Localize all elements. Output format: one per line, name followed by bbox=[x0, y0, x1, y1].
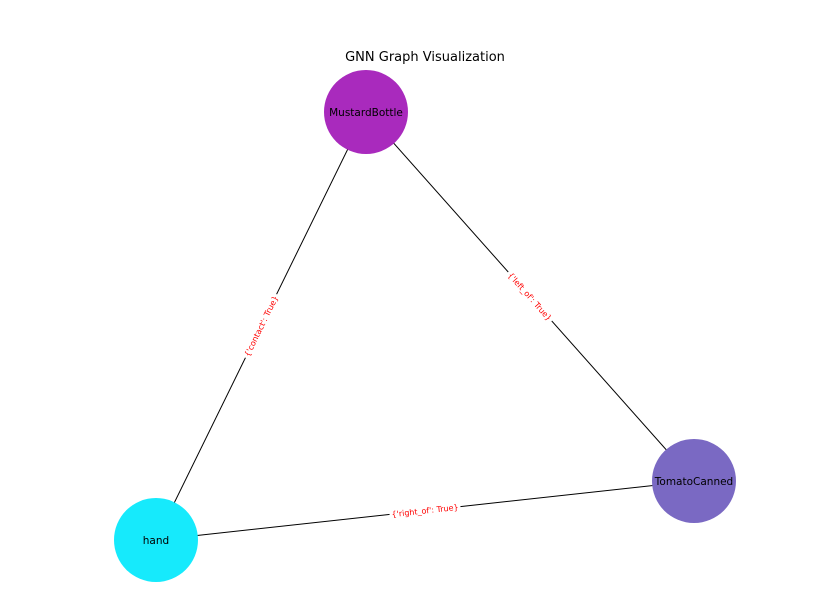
node-tomatocanned: TomatoCanned bbox=[652, 439, 736, 523]
node-label-hand: hand bbox=[143, 535, 169, 547]
edge-label-background bbox=[240, 292, 282, 361]
edge-label-mustardbottle-hand: {'contact': True} bbox=[240, 292, 282, 361]
edge-label-text: {'right_of': True} bbox=[391, 503, 459, 519]
node-circle-mustardbottle bbox=[324, 70, 408, 154]
node-label-mustardbottle: MustardBottle bbox=[329, 107, 403, 119]
edge-label-text: {'contact': True} bbox=[243, 294, 280, 358]
node-circle-tomatocanned bbox=[652, 439, 736, 523]
edge-label-text: {'left_of': True} bbox=[506, 271, 554, 323]
node-hand: hand bbox=[114, 498, 198, 582]
edge-label-hand-tomatocanned: {'right_of': True} bbox=[389, 501, 462, 521]
node-label-tomatocanned: TomatoCanned bbox=[654, 476, 733, 488]
edge-label-background bbox=[503, 268, 556, 325]
edges-layer bbox=[155, 111, 695, 541]
edge-label-background bbox=[389, 501, 462, 521]
node-circle-hand bbox=[114, 498, 198, 582]
edge-labels-layer: {'contact': True} {'left_of': True} {'righ… bbox=[240, 268, 556, 521]
node-mustardbottle: MustardBottle bbox=[324, 70, 408, 154]
edge-label-mustardbottle-tomatocanned: {'left_of': True} bbox=[503, 268, 556, 325]
figure-title: GNN Graph Visualization bbox=[345, 50, 505, 65]
